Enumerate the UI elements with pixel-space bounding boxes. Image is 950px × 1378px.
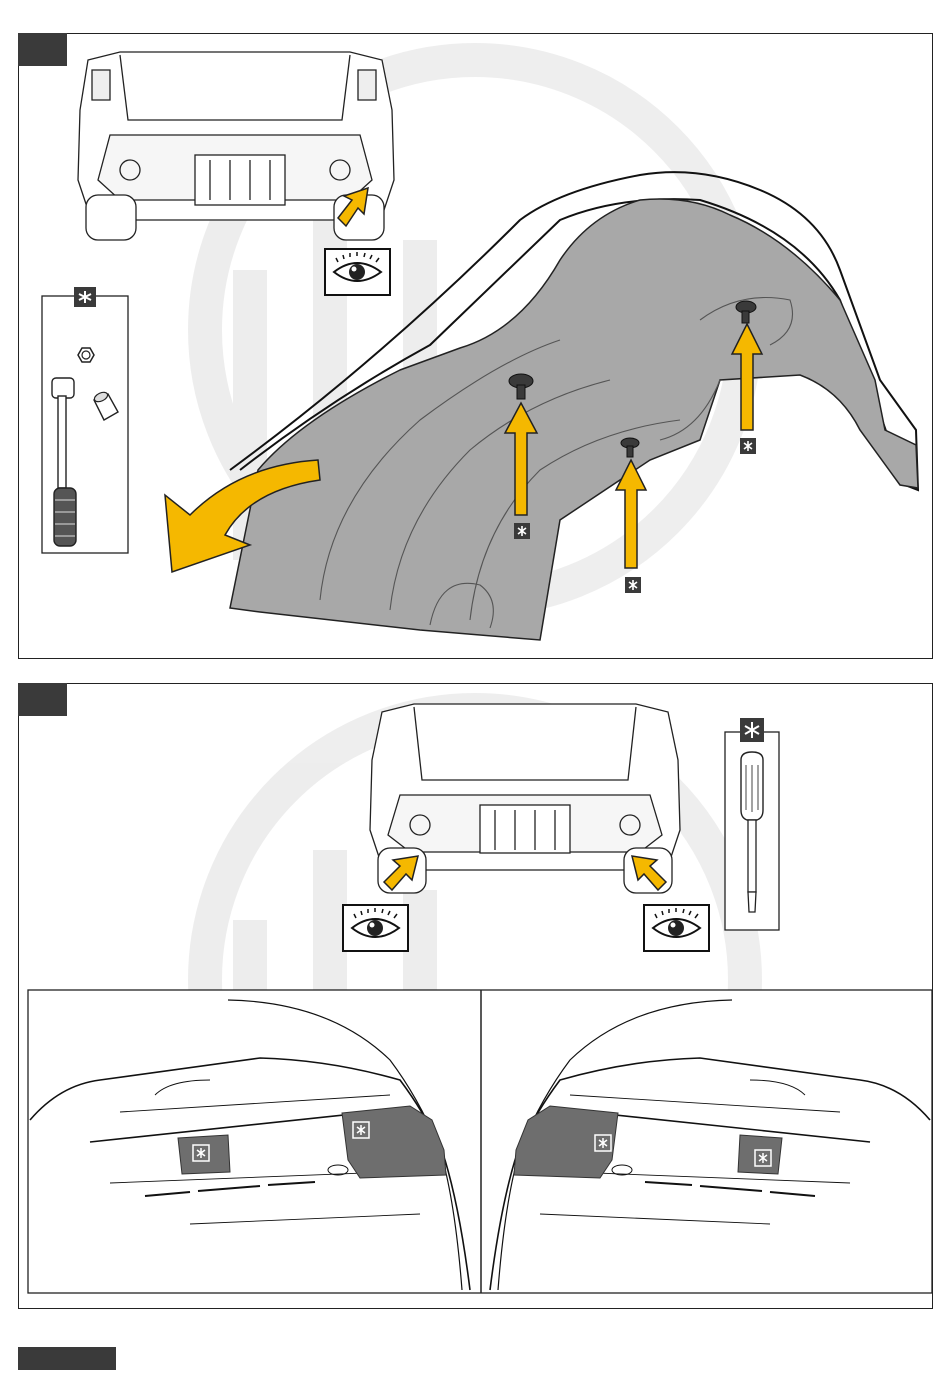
- eye-icon: [644, 905, 709, 951]
- asterisk-badge-icon: [193, 1145, 209, 1161]
- asterisk-badge-icon: [353, 1122, 369, 1138]
- footer-tab: [18, 1347, 116, 1370]
- tool-box-screwdriver: [725, 718, 779, 930]
- detail-frame: [28, 990, 932, 1293]
- eye-icon: [343, 905, 408, 951]
- asterisk-badge-icon: [595, 1135, 611, 1151]
- asterisk-badge-icon: [755, 1150, 771, 1166]
